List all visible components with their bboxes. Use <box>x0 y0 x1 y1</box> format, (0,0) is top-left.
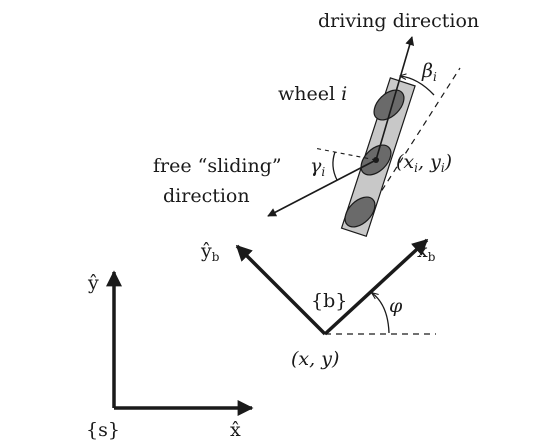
wheel-assembly: driving direction wheel i βi γi free “sl… <box>153 10 479 237</box>
yb-hat-label: ŷb <box>200 240 220 264</box>
sliding-direction-label-line2: direction <box>163 185 250 207</box>
sliding-direction-label-line1: free “sliding” <box>153 155 282 177</box>
body-frame-label: {b} <box>311 290 347 312</box>
gamma-angle-arc <box>332 151 338 181</box>
origin-xy-label: (x, y) <box>291 348 339 370</box>
gamma-reference-line <box>313 147 377 161</box>
body-frame: ŷb x̂b {b} φ (x, y) <box>200 238 436 370</box>
beta-angle-arc <box>400 76 435 96</box>
space-frame-x-label: x̂ <box>230 419 241 441</box>
roller-bottom <box>344 196 376 228</box>
roller-top <box>373 89 405 121</box>
wheel-rollers <box>344 89 405 228</box>
beta-reference-line <box>369 67 461 210</box>
space-frame-label: {s} <box>86 419 120 441</box>
driving-direction-arrow <box>375 36 415 161</box>
phi-angle-arc <box>372 293 390 334</box>
space-frame-y-label: ŷ <box>87 272 99 294</box>
wheel-position-label: (xi, yi) <box>396 151 452 175</box>
xb-hat-label: x̂b <box>417 240 436 264</box>
wheel-contact-point <box>373 157 379 163</box>
sliding-direction-arrow <box>267 159 377 217</box>
body-frame-xb-axis <box>323 238 429 336</box>
gamma-label: γi <box>310 155 325 179</box>
wheel-label: wheel i <box>278 83 347 105</box>
phi-label: φ <box>389 295 403 317</box>
driving-direction-label: driving direction <box>318 10 479 32</box>
beta-label: βi <box>421 60 437 84</box>
body-frame-yb-axis <box>235 244 327 336</box>
space-frame: ŷ {s} x̂ <box>86 270 254 441</box>
